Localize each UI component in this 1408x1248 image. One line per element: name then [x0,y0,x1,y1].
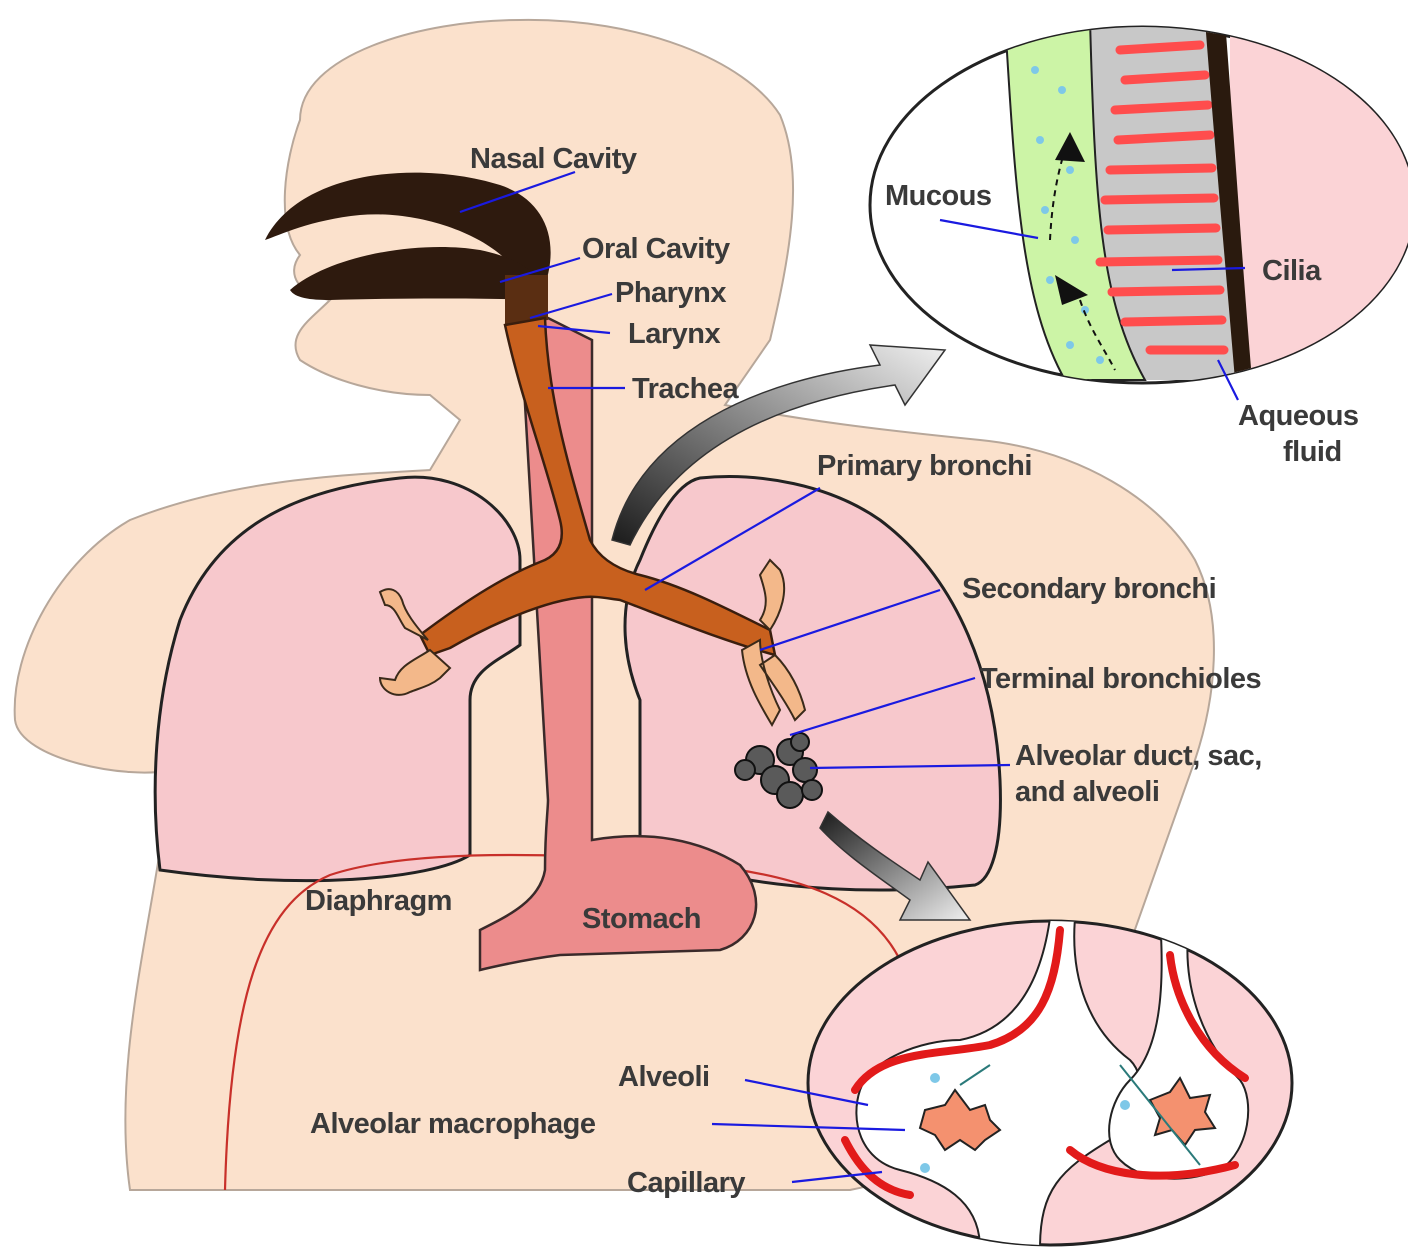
label-pharynx: Pharynx [615,277,726,309]
label-primary-bronchi: Primary bronchi [817,450,1032,482]
label-mucous: Mucous [885,180,992,212]
label-alveolar-duct-line1: Alveolar duct, sac, [1015,740,1262,772]
label-alveolar-macrophage: Alveolar macrophage [310,1108,596,1140]
label-capillary: Capillary [627,1167,745,1199]
label-terminal-bronchioles: Terminal bronchioles [980,663,1261,695]
label-aqueous-line1: Aqueous [1238,400,1359,432]
label-aqueous-line2: fluid [1283,436,1342,468]
label-alveoli: Alveoli [618,1061,710,1093]
label-trachea: Trachea [632,373,739,405]
label-nasal-cavity: Nasal Cavity [470,143,637,175]
label-oral-cavity: Oral Cavity [582,233,730,265]
label-cilia: Cilia [1262,255,1322,287]
label-stomach: Stomach [582,903,701,935]
label-larynx: Larynx [628,318,720,350]
label-alveolar-duct-line2: and alveoli [1015,776,1159,808]
label-diaphragm: Diaphragm [305,885,452,917]
label-secondary-bronchi: Secondary bronchi [962,573,1216,605]
alveoli-inset [808,918,1292,1248]
